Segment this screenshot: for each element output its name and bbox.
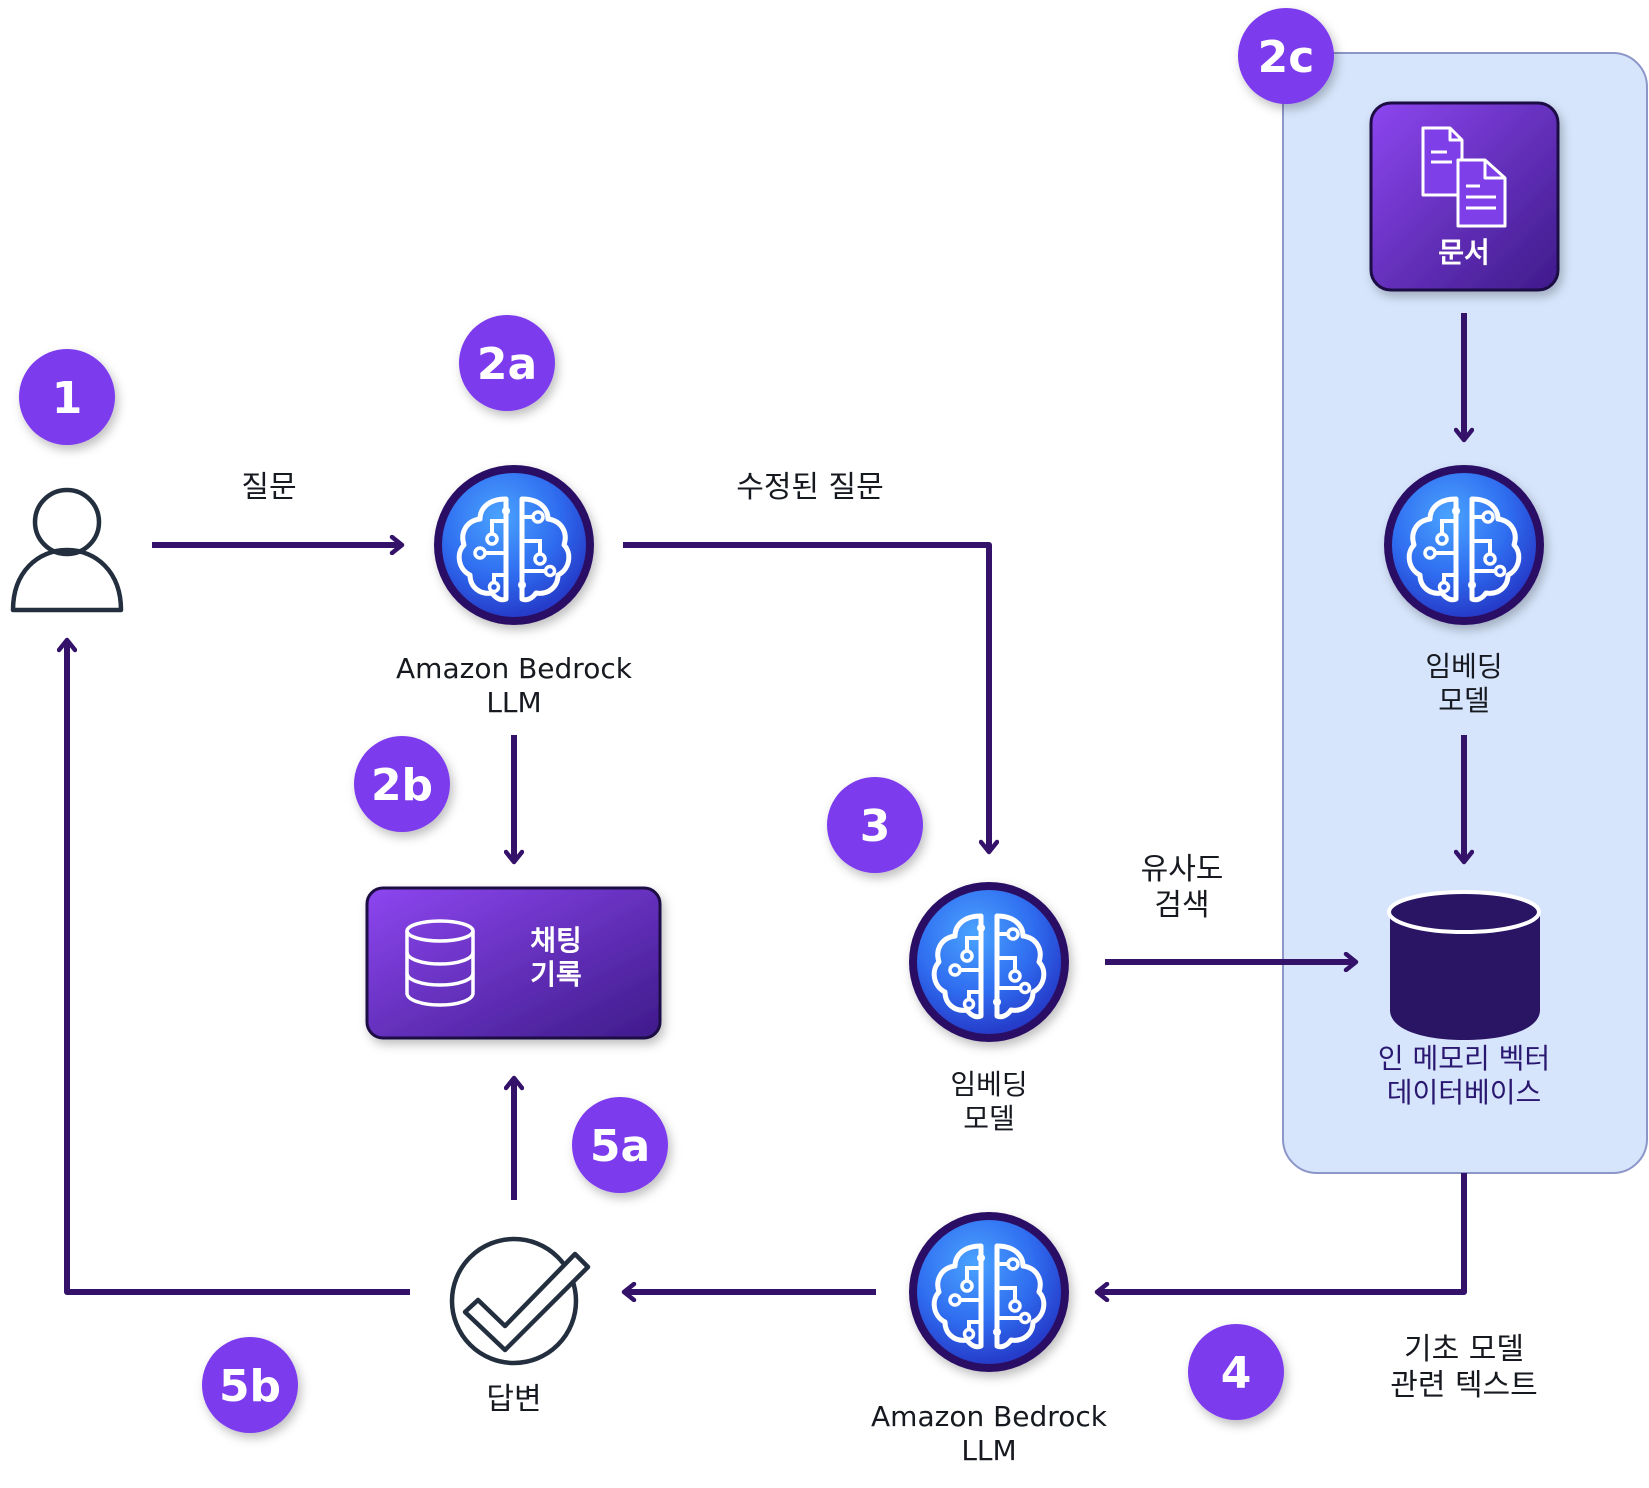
embedding-right-brain-icon xyxy=(1384,465,1544,625)
badge-5b xyxy=(202,1337,298,1433)
arrow-rewritten-question xyxy=(623,542,989,852)
chat-history-label: 채팅 기록 xyxy=(530,924,582,991)
badge-2c-text: 2c xyxy=(1258,32,1315,83)
llm-top-label: Amazon Bedrock LLM xyxy=(396,652,632,719)
badges: 1 2a 2b 2c 3 4 5a 5b xyxy=(19,8,1334,1433)
badge-5a xyxy=(572,1097,668,1193)
badge-1 xyxy=(19,349,115,445)
user-icon xyxy=(10,487,124,613)
similarity-search-label: 유사도 검색 xyxy=(1140,852,1224,923)
embedding-mid-label: 임베딩 모델 xyxy=(950,1068,1028,1135)
check-circle-icon xyxy=(449,1236,591,1366)
badge-4-text: 4 xyxy=(1221,1348,1252,1399)
database-icon xyxy=(405,919,475,1007)
embedding-right-label: 임베딩 모델 xyxy=(1425,650,1503,717)
badge-2b-text: 2b xyxy=(371,760,433,811)
badge-1-text: 1 xyxy=(52,373,83,424)
answer-label: 답변 xyxy=(486,1382,542,1417)
question-label: 질문 xyxy=(241,470,297,505)
arrow-answer-to-user xyxy=(67,640,410,1295)
vector-db-label: 인 메모리 벡터 데이터베이스 xyxy=(1377,1042,1551,1109)
documents-icon xyxy=(1421,126,1507,228)
context-text-label: 기초 모델 관련 텍스트 xyxy=(1390,1332,1538,1403)
badge-4 xyxy=(1188,1324,1284,1420)
chat-history-box xyxy=(365,886,662,1040)
connectors xyxy=(67,313,1464,1292)
arrow-context-to-llm xyxy=(1097,1173,1467,1292)
badge-5b-text: 5b xyxy=(219,1361,281,1412)
llm-bottom-label: Amazon Bedrock LLM xyxy=(871,1400,1107,1467)
rewritten-question-label: 수정된 질문 xyxy=(736,470,884,505)
llm-top-brain-icon xyxy=(434,465,594,625)
badge-2a xyxy=(459,315,555,411)
documents-label: 문서 xyxy=(1438,236,1490,269)
embedding-mid-brain-icon xyxy=(909,882,1069,1042)
badge-2b xyxy=(354,736,450,832)
badge-2c xyxy=(1238,8,1334,104)
badge-3-text: 3 xyxy=(860,801,891,852)
llm-bottom-brain-icon xyxy=(909,1212,1069,1372)
cylinder-icon xyxy=(1387,890,1541,1040)
badge-2a-text: 2a xyxy=(477,339,537,390)
badge-3 xyxy=(827,777,923,873)
badge-5a-text: 5a xyxy=(590,1121,650,1172)
